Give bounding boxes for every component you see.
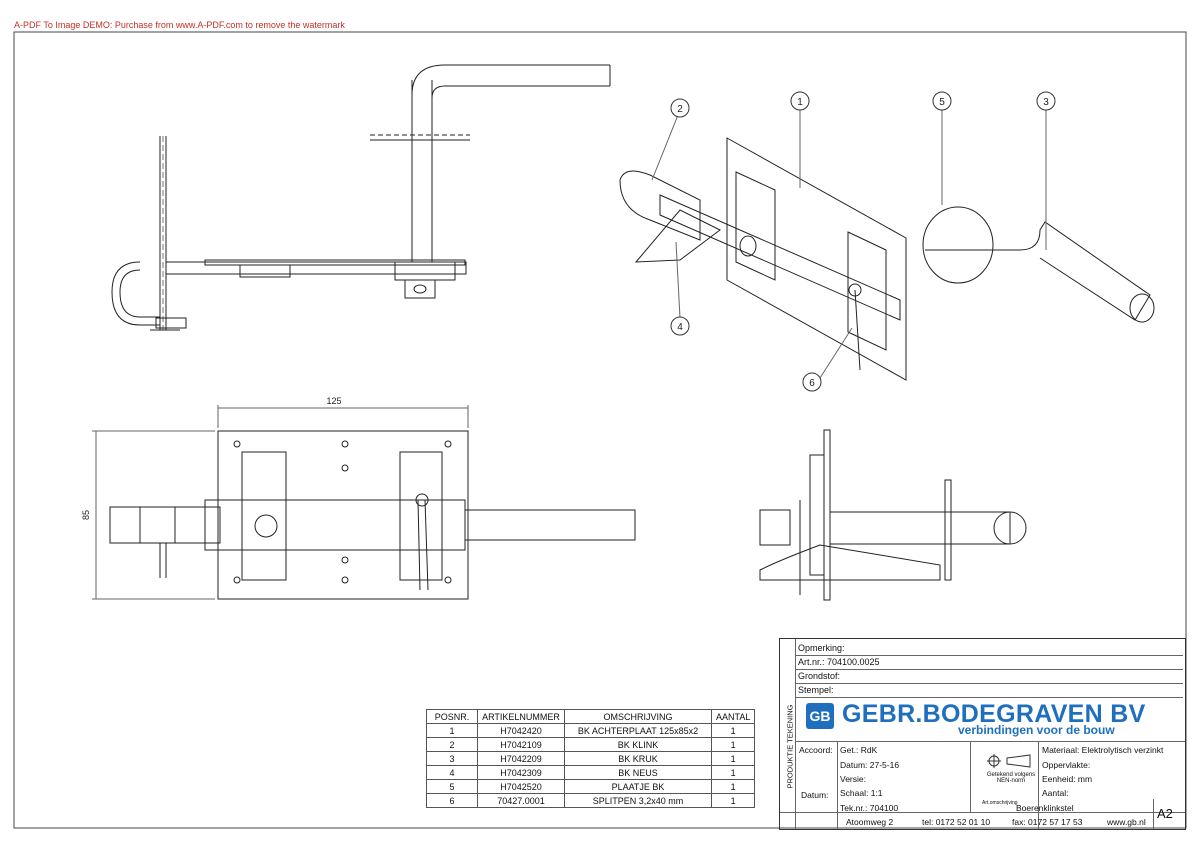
company-logo: GB bbox=[806, 703, 834, 729]
svg-text:1: 1 bbox=[797, 97, 803, 108]
nen-norm-note: Getekend volgens NEN-norm bbox=[986, 772, 1036, 784]
fax: fax: 0172 57 17 53 bbox=[1012, 817, 1083, 827]
svg-text:4: 4 bbox=[677, 322, 683, 333]
watermark-text: A-PDF To Image DEMO: Purchase from www.A… bbox=[14, 20, 345, 30]
balloon-4: 4 bbox=[670, 316, 690, 336]
artnr-field: Art.nr.: 704100.0025 bbox=[795, 656, 1183, 670]
artikel-cell: H7042420 bbox=[477, 723, 565, 738]
title-block: Opmerking: Art.nr.: 704100.0025 Grondsto… bbox=[779, 638, 1186, 830]
side-view bbox=[759, 429, 1027, 601]
teknr-field: Tek.nr.: 704100 bbox=[840, 803, 899, 813]
artikel-cell: H7042209 bbox=[477, 751, 565, 766]
datum-value: Datum: 27-5-16 bbox=[840, 760, 900, 770]
column-header: POSNR. bbox=[426, 709, 478, 724]
website: www.gb.nl bbox=[1107, 817, 1146, 827]
aantal-cell: 1 bbox=[710, 793, 756, 808]
artikel-cell: H7042309 bbox=[477, 765, 565, 780]
omschrijving-cell: BK NEUS bbox=[564, 765, 712, 780]
posnr-cell: 6 bbox=[426, 793, 478, 808]
omschrijving-cell: BK KLINK bbox=[564, 737, 712, 752]
aantal-cell: 1 bbox=[710, 723, 756, 738]
aantal-cell: 1 bbox=[710, 737, 756, 752]
mounting-holes bbox=[233, 440, 452, 584]
posnr-cell: 5 bbox=[426, 779, 478, 794]
address: Atoomweg 2 bbox=[846, 817, 894, 827]
balloon-5: 5 bbox=[932, 91, 952, 111]
omschrijving-cell: SPLITPEN 3,2x40 mm bbox=[564, 793, 712, 808]
artikel-cell: H7042109 bbox=[477, 737, 565, 752]
parts-list-table: POSNR. ARTIKELNUMMER OMSCHRIJVING AANTAL… bbox=[426, 709, 756, 808]
top-view bbox=[111, 64, 611, 331]
omschrijving-cell: BK KRUK bbox=[564, 751, 712, 766]
artomschrijving-value: Boerenklinkstel bbox=[1016, 803, 1074, 813]
produktie-tekening-label: PRODUKTIE TEKENING bbox=[785, 704, 795, 789]
artikel-cell: 70427.0001 bbox=[477, 793, 565, 808]
posnr-cell: 4 bbox=[426, 765, 478, 780]
svg-text:5: 5 bbox=[939, 97, 945, 108]
balloon-leaders bbox=[651, 109, 1047, 379]
svg-text:2: 2 bbox=[677, 104, 683, 115]
balloon-6: 6 bbox=[802, 372, 822, 392]
part-balloons: 1 2 5 3 4 6 bbox=[670, 91, 1056, 392]
aantal-cell: 1 bbox=[710, 765, 756, 780]
posnr-cell: 2 bbox=[426, 737, 478, 752]
posnr-cell: 3 bbox=[426, 751, 478, 766]
telephone: tel: 0172 52 01 10 bbox=[922, 817, 991, 827]
grondstof-field: Grondstof: bbox=[795, 670, 1183, 684]
omschrijving-cell: BK ACHTERPLAAT 125x85x2 bbox=[564, 723, 712, 738]
opmerking-field: Opmerking: bbox=[795, 642, 1183, 656]
accoord-label: Accoord: bbox=[799, 745, 833, 755]
table-header-row: POSNR. ARTIKELNUMMER OMSCHRIJVING AANTAL bbox=[426, 709, 756, 724]
company-tagline: verbindingen voor de bouw bbox=[958, 723, 1115, 737]
dimension-width-label: 125 bbox=[326, 396, 341, 406]
sheet-size: A2 bbox=[1157, 806, 1173, 821]
company-name: GEBR.BODEGRAVEN BV bbox=[842, 700, 1146, 728]
column-header: ARTIKELNUMMER bbox=[477, 709, 565, 724]
oppervlakte-field: Oppervlakte: bbox=[1042, 760, 1091, 770]
dimension-height-label: 85 bbox=[81, 510, 91, 520]
aantal-cell: 1 bbox=[710, 779, 756, 794]
balloon-3: 3 bbox=[1036, 91, 1056, 111]
stempel-field: Stempel: bbox=[795, 684, 1183, 698]
front-view bbox=[92, 405, 636, 600]
artikel-cell: H7042520 bbox=[477, 779, 565, 794]
versie-field: Versie: bbox=[840, 774, 866, 784]
aantal-cell: 1 bbox=[710, 751, 756, 766]
omschrijving-cell: PLAATJE BK bbox=[564, 779, 712, 794]
column-header: AANTAL bbox=[710, 709, 756, 724]
balloon-1: 1 bbox=[790, 91, 810, 111]
aantal-field: Aantal: bbox=[1042, 788, 1069, 798]
svg-text:6: 6 bbox=[809, 378, 815, 389]
column-header: OMSCHRIJVING bbox=[564, 709, 712, 724]
eenheid-field: Eenheid: mm bbox=[1042, 774, 1093, 784]
projection-symbol-icon bbox=[987, 754, 1031, 768]
isometric-view bbox=[619, 109, 1155, 381]
balloon-2: 2 bbox=[670, 98, 690, 118]
getekend-door: Get.: RdK bbox=[840, 745, 878, 755]
schaal-field: Schaal: 1:1 bbox=[840, 788, 883, 798]
svg-text:3: 3 bbox=[1043, 97, 1049, 108]
artomschrijving-label: Art.omschrijving bbox=[982, 800, 1018, 806]
posnr-cell: 1 bbox=[426, 723, 478, 738]
materiaal-field: Materiaal: Elektrolytisch verzinkt bbox=[1042, 745, 1164, 755]
datum-label: Datum: bbox=[801, 790, 829, 800]
drawing-frame bbox=[13, 31, 1187, 829]
